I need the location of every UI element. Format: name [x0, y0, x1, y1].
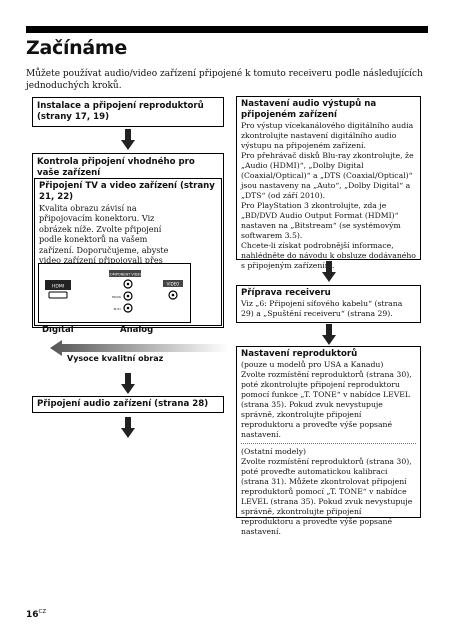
step-audio-connection-label: Připojení audio zařízení (strana 28) — [37, 399, 209, 409]
step-speakers-install: Instalace a připojení reproduktorů (stra… — [32, 97, 224, 127]
speaker-settings-heading: Nastavení reproduktorů — [241, 349, 358, 359]
connector-panel: HDMI COMPONENT VIDEO Pb/Cb Pr/Cr VIDEO — [38, 263, 191, 323]
speaker-settings-text-other: (Ostatní modely) Zvolte rozmístění repro… — [241, 447, 413, 536]
step-audio-connection: Připojení audio zařízení (strana 28) — [32, 396, 224, 413]
digital-label: Digital — [42, 325, 74, 335]
down-arrow-icon — [121, 373, 135, 394]
divider — [241, 443, 416, 444]
title-bar — [26, 26, 428, 33]
intro-text: Můžete používat audio/video zařízení při… — [26, 69, 423, 91]
hdmi-label: HDMI — [52, 284, 64, 290]
speaker-settings-text-us: (pouze u modelů pro USA a Kanadu) Zvolte… — [241, 360, 412, 439]
receiver-prep-heading: Příprava receiveru — [241, 288, 331, 298]
page-number: 16CZ — [26, 609, 47, 620]
step-check-connection-label: Kontrola připojení vhodného pro vaše zař… — [37, 157, 195, 178]
speaker-settings-box: Nastavení reproduktorů (pouze u modelů p… — [236, 346, 421, 536]
receiver-prep-text: Viz „6: Připojení síťového kabelu“ (stra… — [241, 299, 403, 318]
down-arrow-icon — [322, 324, 336, 345]
audio-output-heading: Nastavení audio výstupů na připojeném za… — [241, 99, 377, 120]
component-label: COMPONENT VIDEO — [108, 273, 143, 277]
svg-text:Pb/Cb: Pb/Cb — [112, 295, 121, 299]
down-arrow-icon — [121, 129, 135, 150]
tv-video-heading: Připojení TV a video zařízení (strany 21… — [39, 181, 215, 202]
quality-arrow-icon — [50, 340, 228, 356]
analog-label: Analog — [120, 325, 154, 335]
receiver-prep-box: Příprava receiveru Viz „6: Připojení síť… — [236, 285, 421, 323]
connector-panel-drawing: HDMI COMPONENT VIDEO Pb/Cb Pr/Cr VIDEO — [39, 264, 190, 322]
step-speakers-install-label: Instalace a připojení reproduktorů (stra… — [37, 101, 204, 122]
audio-output-text: Pro výstup vícekanálového digitálního au… — [241, 121, 416, 270]
down-arrow-icon — [121, 417, 135, 438]
svg-text:Pr/Cr: Pr/Cr — [114, 307, 122, 311]
page-suffix: CZ — [38, 609, 47, 615]
down-arrow-icon — [322, 261, 336, 282]
audio-output-settings-box: Nastavení audio výstupů na připojeném za… — [236, 96, 421, 270]
video-label: VIDEO — [167, 282, 180, 287]
page-title: Začínáme — [26, 37, 128, 59]
quality-label: Vysoce kvalitní obraz — [67, 354, 164, 363]
